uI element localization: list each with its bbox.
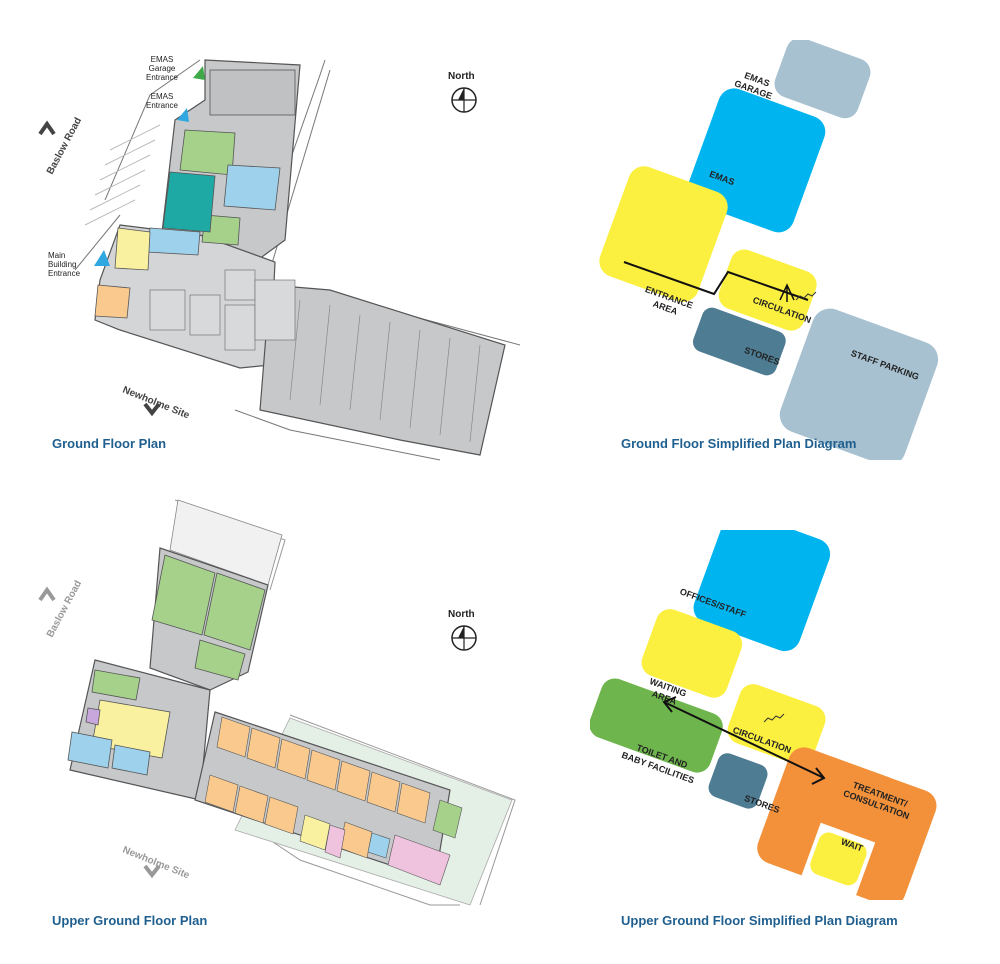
room-lightblue-1 bbox=[223, 164, 281, 211]
road-baslow: Baslow Road bbox=[38, 116, 84, 177]
block-toilet bbox=[590, 678, 723, 773]
room-green-office-2 bbox=[203, 572, 266, 651]
block-waiting bbox=[641, 609, 743, 698]
block-circulation-upper bbox=[727, 684, 826, 766]
double-arrow-icon bbox=[662, 696, 826, 785]
chevron-up-icon bbox=[38, 586, 56, 602]
entrance-arrow-icon bbox=[177, 108, 189, 122]
parking-lines bbox=[84, 124, 161, 226]
road-newholme-upper: Newholme Site bbox=[121, 845, 191, 882]
room-green-east bbox=[432, 799, 463, 839]
room-blue-west-2 bbox=[111, 744, 151, 776]
route-line bbox=[623, 261, 809, 301]
stairs-icon bbox=[763, 713, 785, 723]
block-stores bbox=[692, 307, 786, 376]
room-teal bbox=[162, 171, 216, 233]
road-baslow-upper: Baslow Road bbox=[38, 579, 84, 640]
block-staff-parking bbox=[779, 308, 939, 460]
room-pink-1 bbox=[324, 824, 346, 859]
building-parking bbox=[259, 284, 506, 456]
svg-text:Newholme Site: Newholme Site bbox=[121, 385, 191, 422]
room-green-2 bbox=[201, 214, 241, 246]
room-green-office-3 bbox=[194, 639, 246, 681]
entrance-arrow-icon bbox=[193, 66, 205, 80]
room-blue-west-1 bbox=[67, 731, 113, 769]
room-blue-east bbox=[367, 832, 391, 859]
room-yellow-wait bbox=[299, 814, 331, 851]
room-entrance-yellow bbox=[114, 227, 151, 271]
room-lightblue-2 bbox=[146, 227, 201, 256]
room-green-1 bbox=[179, 129, 236, 176]
block-wait bbox=[810, 832, 867, 886]
ground-floor-diagram: EMASGARAGE EMAS ENTRANCEAREA CIRCULATION… bbox=[599, 40, 939, 460]
north-label: North bbox=[448, 71, 475, 82]
stairs-icon bbox=[795, 291, 817, 301]
chevron-down-icon bbox=[143, 402, 161, 417]
north-label-upper: North bbox=[448, 609, 475, 620]
caption-upper-floor-diagram: Upper Ground Floor Simplified Plan Diagr… bbox=[621, 913, 898, 928]
caption-ground-floor-diagram: Ground Floor Simplified Plan Diagram bbox=[621, 436, 857, 451]
room-orange bbox=[94, 284, 131, 319]
upper-floor-diagram: OFFICES/STAFF WAITINGAREA CIRCULATION TO… bbox=[590, 530, 937, 900]
block-emas-garage bbox=[774, 40, 871, 119]
north-arrow-ground: North bbox=[448, 71, 477, 113]
caption-ground-floor-plan: Ground Floor Plan bbox=[52, 436, 167, 451]
svg-text:Newholme Site: Newholme Site bbox=[121, 845, 191, 882]
caption-upper-floor-plan: Upper Ground Floor Plan bbox=[52, 913, 208, 928]
chevron-up-icon bbox=[38, 120, 56, 136]
interior-rooms bbox=[149, 269, 296, 351]
block-offices-staff bbox=[693, 530, 831, 652]
chevron-down-icon bbox=[143, 864, 161, 879]
upper-ground-floor-plan: North Baslow Road Newholme Site bbox=[38, 499, 516, 906]
block-treatment bbox=[757, 747, 937, 900]
svg-text:Baslow Road: Baslow Road bbox=[45, 116, 84, 177]
block-circulation bbox=[718, 249, 817, 331]
entrance-arrow-icon bbox=[94, 250, 110, 266]
road-newholme: Newholme Site bbox=[121, 385, 191, 422]
room-green-office-1 bbox=[151, 554, 216, 636]
arrow-up-icon bbox=[779, 283, 795, 302]
room-green-west bbox=[91, 669, 141, 701]
rooms-orange-treatment bbox=[204, 716, 431, 859]
room-purple bbox=[85, 707, 101, 726]
svg-text:Baslow Road: Baslow Road bbox=[45, 579, 84, 640]
north-arrow-upper: North bbox=[448, 609, 477, 651]
parking-bays bbox=[289, 299, 481, 443]
room-garage bbox=[209, 69, 296, 116]
block-stores-upper bbox=[708, 753, 768, 809]
room-pink-2 bbox=[387, 834, 451, 886]
block-entrance bbox=[599, 166, 728, 302]
